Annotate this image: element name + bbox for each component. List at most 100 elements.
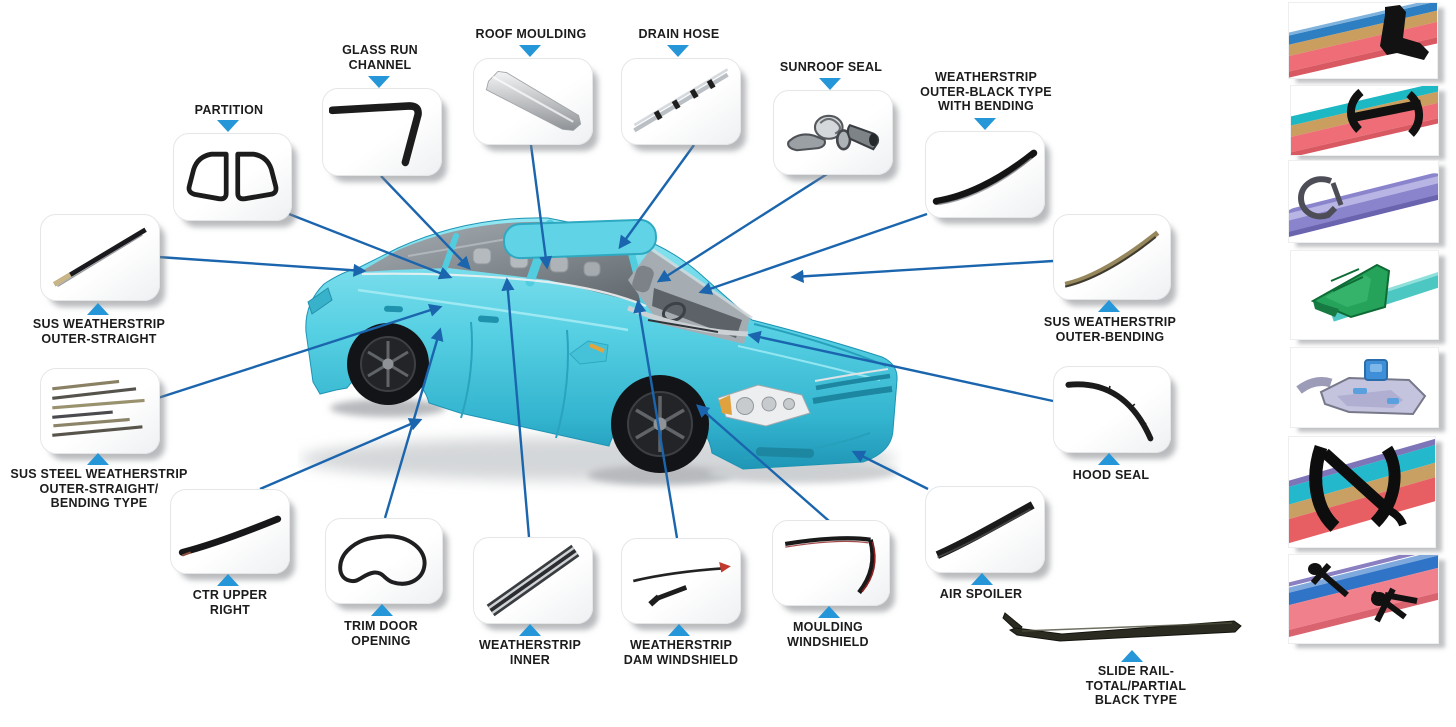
slide-rail-icon	[1002, 612, 1242, 642]
profile-lavender-bracket-blue-clip-icon	[1296, 359, 1427, 416]
callout-label-sunroof-seal: SUNROOF SEAL	[721, 60, 941, 75]
profile-black-clips-pink-blue-icon	[1289, 555, 1438, 639]
callout-label-moulding-windshield: MOULDING WINDSHIELD	[718, 620, 938, 649]
callout-label-air-spoiler: AIR SPOILER	[871, 587, 1091, 602]
label-line: WITH BENDING	[937, 99, 1035, 113]
part-card-hood-seal	[1053, 366, 1171, 453]
profile-image-6	[1288, 436, 1436, 548]
label-line: INNER	[509, 652, 551, 667]
callout-label-partition: PARTITION	[119, 103, 339, 118]
pointer-triangle	[519, 45, 541, 57]
weatherstrip-outer-black-icon	[932, 149, 1038, 206]
callout-label-weatherstrip-inner: WEATHERSTRIP INNER	[420, 638, 640, 667]
callout-label-weatherstrip-outer-black: WEATHERSTRIP OUTER-BLACK TYPE WITH BENDI…	[876, 70, 1096, 114]
label-line: OUTER-BLACK TYPE	[920, 84, 1052, 99]
part-card-drain-hose	[621, 58, 741, 145]
part-card-partition	[173, 133, 292, 221]
profile-image-5	[1290, 347, 1439, 428]
trim-door-opening-icon	[338, 534, 427, 586]
profile-clip-teal-tan-pink-icon	[1291, 86, 1438, 155]
label-line: TRIM DOOR	[344, 619, 418, 633]
label-line: SUS STEEL WEATHERSTRIP	[10, 467, 188, 481]
pointer-triangle	[819, 78, 841, 90]
ctr-upper-right-icon	[178, 515, 282, 557]
hood-seal-icon	[1065, 381, 1154, 442]
label-line: MOULDING	[792, 620, 864, 634]
sunroof-seal-icon	[787, 114, 880, 152]
profile-image-7	[1288, 554, 1439, 644]
label-line: ROOF MOULDING	[475, 27, 587, 41]
part-card-ctr-upper-right	[170, 489, 290, 574]
pointer-triangle	[974, 118, 996, 130]
part-card-moulding-windshield	[772, 520, 890, 606]
drain-hose-icon	[633, 68, 729, 133]
pointer-triangle	[519, 624, 541, 636]
callout-label-glass-run-channel: GLASS RUN CHANNEL	[270, 43, 490, 72]
label-line: SUNROOF SEAL	[779, 60, 883, 74]
label-line: DAM WINDSHIELD	[623, 652, 739, 667]
part-card-weatherstrip-dam-windshield	[621, 538, 741, 624]
part-card-weatherstrip-inner	[473, 537, 593, 624]
sus-weatherstrip-outer-bending-icon	[1064, 230, 1160, 288]
label-line: CHANNEL	[348, 57, 412, 72]
label-line: OUTER-BENDING	[1055, 329, 1165, 344]
label-line: TOTAL/PARTIAL	[1085, 678, 1187, 693]
pointer-triangle	[87, 453, 109, 465]
glass-run-channel-icon	[329, 102, 422, 167]
callout-label-roof-moulding: ROOF MOULDING	[421, 27, 641, 42]
part-card-sus-weatherstrip-outer-straight	[40, 214, 160, 301]
label-line: BLACK TYPE	[1094, 693, 1178, 707]
pointer-triangle	[1098, 453, 1120, 465]
pointer-triangle	[87, 303, 109, 315]
label-line: SLIDE RAIL-	[1097, 664, 1175, 678]
profile-black-clip-teal-tan-red-icon	[1289, 438, 1435, 544]
profile-image-1	[1288, 2, 1438, 79]
callout-label-trim-door-opening: TRIM DOOR OPENING	[271, 619, 491, 648]
label-line: RIGHT	[209, 602, 251, 617]
label-line: OPENING	[351, 633, 411, 648]
partition-icon	[186, 151, 279, 202]
profile-image-3	[1288, 160, 1439, 243]
weatherstrip-dam-windshield-icon	[632, 561, 731, 607]
rear-wheel	[347, 323, 429, 405]
label-line: WEATHERSTRIP	[934, 70, 1038, 84]
part-card-sunroof-seal	[773, 90, 893, 175]
callout-label-sus-weatherstrip-outer-straight: SUS WEATHERSTRIP OUTER-STRAIGHT	[0, 317, 209, 346]
pointer-triangle	[1121, 650, 1143, 662]
air-spoiler-icon	[935, 501, 1035, 559]
profile-green-wedge-icon	[1310, 263, 1438, 322]
callout-label-drain-hose: DRAIN HOSE	[569, 27, 789, 42]
pointer-triangle	[217, 574, 239, 586]
label-line: PARTITION	[194, 103, 264, 117]
label-line: OUTER-STRAIGHT	[41, 331, 157, 346]
pointer-triangle	[818, 606, 840, 618]
label-line: AIR SPOILER	[939, 587, 1023, 601]
callout-label-weatherstrip-dam-windshield: WEATHERSTRIP DAM WINDSHIELD	[571, 638, 791, 667]
front-wheel	[611, 375, 709, 473]
part-card-trim-door-opening	[325, 518, 443, 604]
label-line: OUTER-STRAIGHT/	[39, 481, 159, 496]
roof-moulding-icon	[485, 71, 582, 131]
profile-image-2	[1290, 85, 1439, 156]
callout-label-slide-rail: SLIDE RAIL- TOTAL/PARTIAL BLACK TYPE	[1026, 664, 1246, 708]
profile-purple-tube-with-clip-icon	[1289, 173, 1438, 237]
part-card-sus-weatherstrip-outer-bending	[1053, 214, 1171, 300]
weatherstrip-inner-icon	[486, 544, 580, 617]
label-line: WEATHERSTRIP	[478, 638, 582, 652]
car-illustration	[300, 217, 898, 485]
label-line: GLASS RUN	[342, 43, 418, 57]
pointer-triangle	[971, 573, 993, 585]
pointer-triangle	[217, 120, 239, 132]
pointer-triangle	[371, 604, 393, 616]
sus-steel-weatherstrip-icon	[52, 379, 145, 437]
part-card-air-spoiler	[925, 486, 1045, 573]
callout-label-ctr-upper-right: CTR UPPER RIGHT	[120, 588, 340, 617]
moulding-windshield-icon	[784, 536, 876, 595]
pointer-triangle	[667, 45, 689, 57]
callout-label-sus-weatherstrip-outer-bending: SUS WEATHERSTRIP OUTER-BENDING	[1000, 315, 1220, 344]
profile-image-4	[1290, 250, 1439, 340]
callout-label-hood-seal: HOOD SEAL	[1001, 468, 1221, 483]
label-line: CTR UPPER	[192, 588, 268, 602]
label-line: DRAIN HOSE	[638, 27, 720, 41]
